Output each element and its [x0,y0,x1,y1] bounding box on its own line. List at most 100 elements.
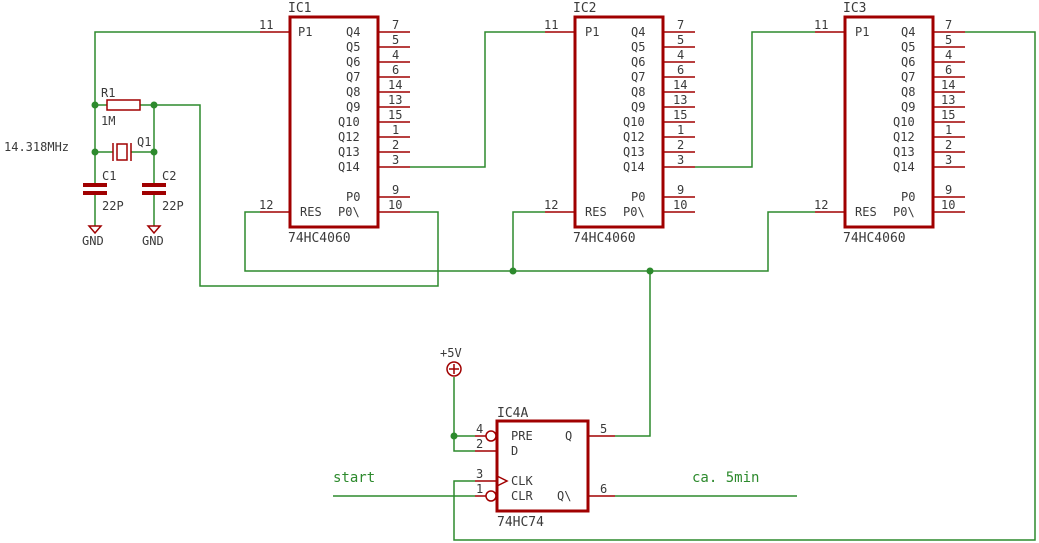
junction-dot [150,101,158,109]
ic3-74hc4060: IC3 74HC4060 11 P1 12 RES Q4 7 Q5 5 Q6 4… [814,1,965,246]
junction-dot [646,267,654,275]
ic4-pin-qn-label: Q\ [557,489,571,503]
ic4-pin-pre-num: 4 [476,422,483,436]
ic2-pin-label: Q13 [623,145,645,159]
ic2-body [573,15,665,229]
ic2-part: 74HC4060 [573,231,636,246]
ic2-pin-label: Q8 [631,85,645,99]
ic4-pin-clk-num: 3 [476,467,483,481]
ic4-part: 74HC74 [497,515,544,530]
ic3-pin-label: Q6 [901,55,915,69]
wire-osc-to-ic1-p1 [94,31,260,105]
ic1-pin-label: Q9 [346,100,360,114]
ic3-pin-num: 15 [941,108,955,122]
ic2-name: IC2 [573,1,596,16]
wire-reset-to-q [615,271,651,437]
ic1-pin-num: 9 [392,183,399,197]
c2-plate-top [142,183,166,187]
wire-reset-bus [244,211,815,272]
ic4-pin-pre-label: PRE [511,429,533,443]
ic2-pin-label: P0\ [623,205,645,219]
wire-osc-to-ic1-p0n [154,104,439,287]
ic3-pin-label: P0\ [893,205,915,219]
ic2-pin-num: 1 [677,123,684,137]
ic1-pin-num: 7 [392,18,399,32]
ic3-pin-num: 3 [945,153,952,167]
ic3-pin-p1-num: 11 [814,18,828,32]
ic1-pin-num: 2 [392,138,399,152]
ic2-pin-label: Q12 [623,130,645,144]
ic3-pin-num: 9 [945,183,952,197]
gnd2-icon [146,225,162,235]
ic4-pin-clr-label: CLR [511,489,533,503]
ic3-pin-label: Q12 [893,130,915,144]
ic1-pin-label: Q10 [338,115,360,129]
r1-name: R1 [101,86,115,100]
ic3-pin-num: 2 [945,138,952,152]
ic2-pin-num: 14 [673,78,687,92]
ic3-pin-label: Q14 [893,160,915,174]
junction-dot [150,148,158,156]
ic2-pin-num: 15 [673,108,687,122]
ic3-pin-num: 6 [945,63,952,77]
ic1-pin-num: 13 [388,93,402,107]
ic4-clr-bubble [485,490,497,502]
c2-value: 22P [162,199,184,213]
ic4-pin-qn-num: 6 [600,482,607,496]
c1-plate-bottom [83,191,107,195]
ic4-name: IC4A [497,406,528,421]
junction-dot [509,267,517,275]
wire-5v-d [453,436,475,452]
ic3-pin-label: Q13 [893,145,915,159]
wire-reset-ic2 [512,211,545,271]
ic1-pin-label: Q13 [338,145,360,159]
ic2-pin-label: Q9 [631,100,645,114]
ic2-pin-label: Q4 [631,25,645,39]
junction-dot [450,432,458,440]
c1-plate-top [83,183,107,187]
r1-value: 1M [101,114,115,128]
ic4-74hc74: IC4A 74HC74 4 PRE 2 D 3 CLK 1 CLR 5 Q 6 … [475,406,615,530]
ic2-pin-label: P0 [631,190,645,204]
ic2-right-pins: Q4 7 Q5 5 Q6 4 Q7 6 Q8 14 Q9 13 Q10 15 Q… [623,18,695,219]
ic1-pin-res-label: RES [300,205,322,219]
ic1-pin-label: Q14 [338,160,360,174]
junction-dot [91,101,99,109]
ic2-pin-p1-label: P1 [585,25,599,39]
ic1-pin-num: 5 [392,33,399,47]
ic3-pin-num: 13 [941,93,955,107]
ic1-pin-p1-label: P1 [298,25,312,39]
ic1-pin-p1-num: 11 [259,18,273,32]
ic3-pin-res-label: RES [855,205,877,219]
ic2-pin-num: 10 [673,198,687,212]
ic1-pin-num: 1 [392,123,399,137]
wire-ic2-q14-to-ic3-p1 [695,31,815,168]
ic4-pin-clk-label: CLK [511,474,533,488]
ic4-clk-triangle [496,475,509,487]
q1-name: Q1 [137,135,151,149]
ic3-pin-num: 7 [945,18,952,32]
ic2-74hc4060: IC2 74HC4060 11 P1 12 RES Q4 7 Q5 5 Q6 4… [544,1,695,246]
ic3-body [843,15,935,229]
ic2-pin-num: 7 [677,18,684,32]
ic1-pin-label: Q12 [338,130,360,144]
ic1-pin-num: 15 [388,108,402,122]
oscillator: R1 1M Q1 14.318MHz C1 22P GND C2 22P GND [4,86,184,248]
ic2-pin-res-num: 12 [544,198,558,212]
gnd1-label: GND [82,234,104,248]
supply-5v: +5V [440,346,462,377]
ic1-right-pins: Q4 7 Q5 5 Q6 4 Q7 6 Q8 14 Q9 13 Q10 15 Q… [338,18,410,219]
wires [91,31,1036,541]
ic3-pin-label: Q5 [901,40,915,54]
ic4-pin-q-label: Q [565,429,572,443]
ic4-pin-d-label: D [511,444,518,458]
ic3-part: 74HC4060 [843,231,906,246]
ic2-pin-label: Q7 [631,70,645,84]
ic3-pin-label: Q9 [901,100,915,114]
ic1-pin-num: 10 [388,198,402,212]
ic2-pin-p1-num: 11 [544,18,558,32]
ic1-pin-label: Q4 [346,25,360,39]
ic1-pin-num: 3 [392,153,399,167]
junction-dot [91,148,99,156]
